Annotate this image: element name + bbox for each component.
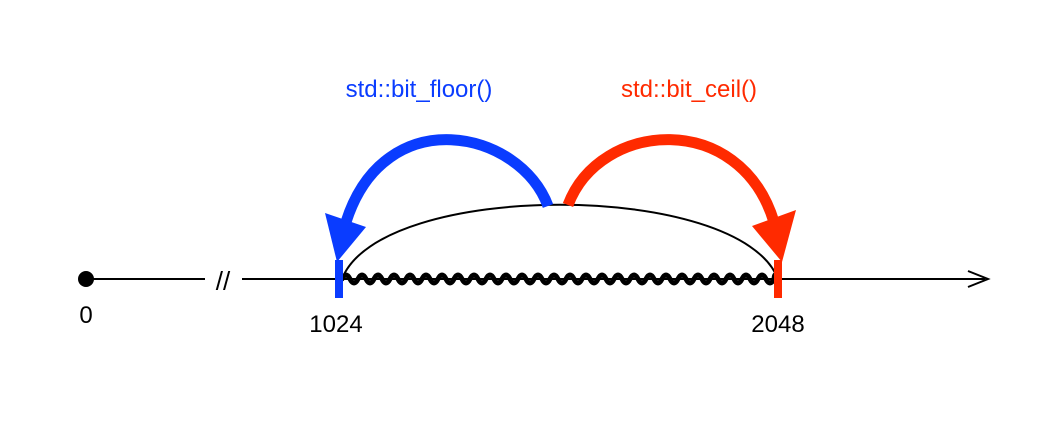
interval — [339, 203, 779, 286]
curved-arrow-right-icon — [562, 134, 780, 224]
axis-break-symbol: // — [216, 266, 231, 296]
bit-floor-label: std::bit_floor() — [346, 76, 493, 103]
wavy-interval-line — [339, 272, 779, 286]
interval-arc — [341, 203, 779, 280]
ceil-tick — [774, 260, 782, 298]
ceil-arrow — [562, 134, 796, 262]
axis-arrow-icon — [967, 270, 991, 288]
ceil-arrowhead — [752, 210, 796, 262]
curved-arrow-left-icon — [340, 134, 554, 224]
bit-ceil-label: std::bit_ceil() — [621, 76, 757, 103]
floor-arrowhead — [325, 213, 366, 262]
origin-label: 0 — [79, 302, 92, 329]
floor-tick — [335, 260, 343, 298]
origin-dot — [78, 271, 94, 287]
ceil-value-label: 2048 — [751, 311, 804, 338]
floor-value-label: 1024 — [309, 311, 362, 338]
floor-arrow — [325, 134, 554, 262]
